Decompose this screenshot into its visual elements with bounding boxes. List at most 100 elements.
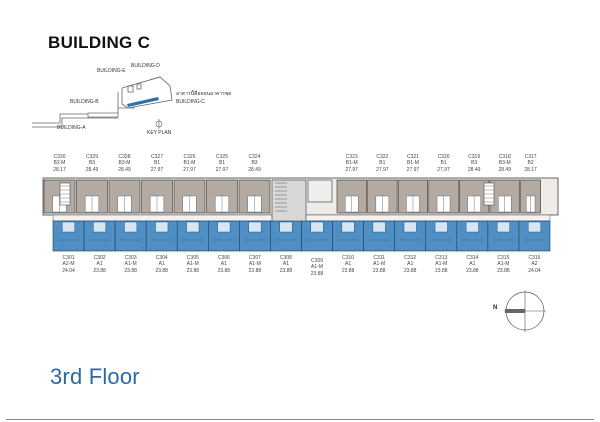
unit-area: 28.49 xyxy=(248,166,261,173)
unit-id: C324 xyxy=(248,154,261,160)
bottom-unit-bath-C308 xyxy=(279,221,293,233)
unit-type: A1 xyxy=(96,261,103,268)
unit-area: 28.17 xyxy=(524,166,537,173)
bottom-unit-bath-C312 xyxy=(403,221,417,233)
unit-type: A1 xyxy=(407,261,414,268)
bottom-unit-bath-C306 xyxy=(217,221,231,233)
key-plan-thai-note: อาคารนี้คือคอนอาคารชุด xyxy=(176,91,232,97)
core-service xyxy=(307,179,333,203)
unit-type: A2-M xyxy=(62,261,75,268)
unit-area: 23.88 xyxy=(217,267,231,274)
unit-type: B1 xyxy=(440,160,447,167)
unit-type: A1-M xyxy=(186,261,199,268)
floor-label: 3rd Floor xyxy=(50,364,140,389)
unit-type: A1-M xyxy=(124,261,137,268)
unit-area: 23.88 xyxy=(403,267,417,274)
unit-area: 27.97 xyxy=(376,166,389,173)
key-plan-building-d: BUILDING-D xyxy=(131,63,160,69)
unit-type: B1 xyxy=(379,160,386,167)
unit-area: 23.88 xyxy=(310,270,324,277)
unit-area: 27.97 xyxy=(406,166,420,173)
unit-type: B1-M xyxy=(406,160,419,167)
unit-area: 23.88 xyxy=(497,267,510,274)
unit-area: 23.88 xyxy=(248,267,262,274)
unit-type: B2-M xyxy=(53,160,66,167)
unit-type: A1 xyxy=(469,261,476,268)
unit-area: 23.88 xyxy=(372,267,386,274)
unit-area: 28.49 xyxy=(467,166,481,173)
unit-id: C329 xyxy=(86,154,98,160)
bottom-divider xyxy=(6,419,594,420)
unit-type: A1-M xyxy=(435,261,448,268)
unit-id: C307 xyxy=(248,255,261,261)
unit-area: 23.88 xyxy=(466,267,479,274)
unit-id: C315 xyxy=(497,255,510,261)
unit-area: 23.88 xyxy=(435,267,448,274)
unit-id: C319 xyxy=(468,154,481,160)
unit-id: C312 xyxy=(404,255,417,261)
unit-id: C325 xyxy=(216,154,228,160)
unit-area: 27.97 xyxy=(150,166,164,173)
unit-area: 28.49 xyxy=(85,166,99,173)
bottom-unit-bath-C309 xyxy=(310,221,324,233)
unit-type: B3 xyxy=(88,160,96,167)
unit-area: 27.97 xyxy=(437,166,450,173)
unit-id: C323 xyxy=(345,154,358,160)
unit-id: C314 xyxy=(466,255,479,261)
unit-id: C316 xyxy=(528,255,541,261)
unit-id: C321 xyxy=(406,154,419,160)
key-plan-label: KEY PLAN xyxy=(147,130,172,136)
unit-type: A1 xyxy=(220,261,227,268)
unit-area: 27.97 xyxy=(345,166,358,173)
key-plan-building-a: BUILDING-A xyxy=(57,125,86,131)
unit-id: C311 xyxy=(373,255,385,261)
unit-type: B3 xyxy=(471,160,478,167)
unit-type: B1 xyxy=(153,160,161,167)
unit-type: A1 xyxy=(345,261,352,268)
key-plan-building-e: BUILDING-E xyxy=(97,68,126,74)
unit-type: B1-M xyxy=(345,160,358,167)
unit-type: B1 xyxy=(218,160,226,167)
bottom-unit-bath-C310 xyxy=(341,221,355,233)
bottom-unit-bath-C302 xyxy=(93,221,107,233)
unit-id: C320 xyxy=(437,154,450,160)
bottom-unit-bath-C307 xyxy=(248,221,262,233)
unit-area: 24.04 xyxy=(62,267,75,274)
unit-area: 23.88 xyxy=(124,267,137,274)
unit-id: C309 xyxy=(311,258,323,264)
bottom-unit-bath-C314 xyxy=(465,221,479,233)
north-arrow-icon xyxy=(505,309,525,313)
unit-id: C308 xyxy=(279,255,292,261)
unit-area: 27.97 xyxy=(183,166,196,173)
bottom-unit-bath-C311 xyxy=(372,221,386,233)
unit-id: C302 xyxy=(93,255,106,261)
unit-area: 28.17 xyxy=(53,166,66,173)
unit-id: C326 xyxy=(183,154,196,160)
unit-area: 23.88 xyxy=(341,267,355,274)
unit-area: 24.04 xyxy=(528,267,541,274)
unit-type: A2 xyxy=(531,261,538,268)
key-plan-building-c: BUILDING-C xyxy=(176,99,205,105)
unit-area: 23.88 xyxy=(93,267,106,274)
unit-id: C313 xyxy=(435,255,448,261)
